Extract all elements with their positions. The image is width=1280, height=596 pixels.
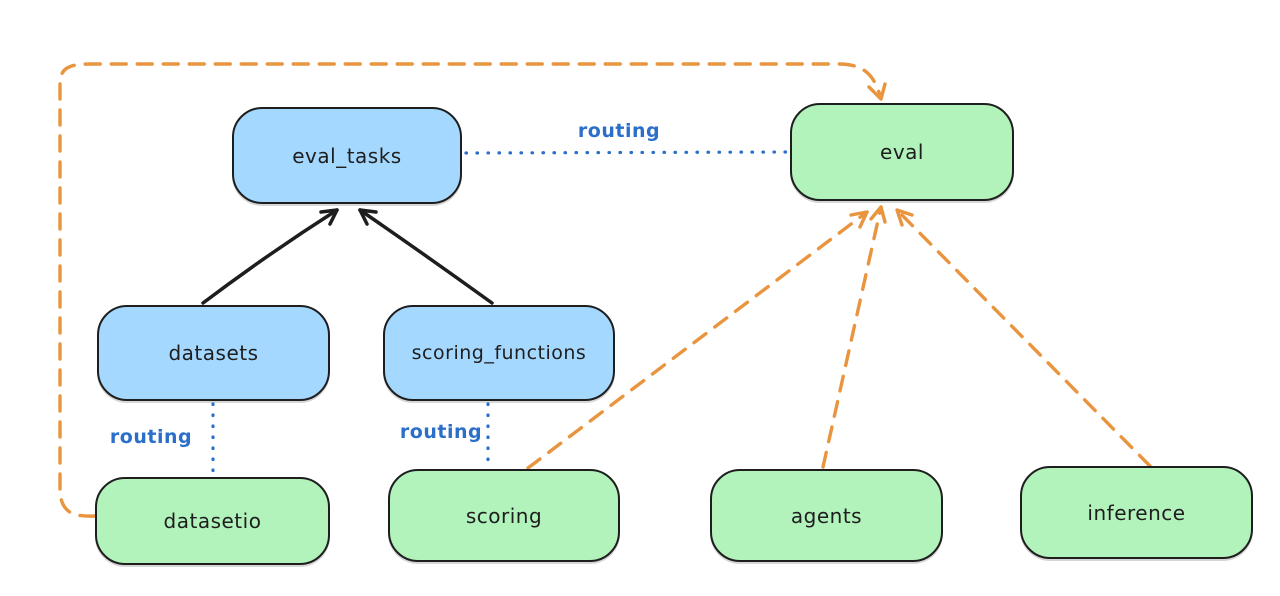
- edge-scoring-to-eval: [526, 210, 869, 470]
- node-datasets-label: datasets: [168, 341, 259, 365]
- node-agents: agents: [710, 469, 943, 562]
- node-inference-label: inference: [1087, 500, 1186, 525]
- node-eval-tasks-label: eval_tasks: [292, 143, 402, 168]
- node-eval-tasks: eval_tasks: [232, 107, 462, 204]
- edge-eval-tasks-to-eval-routing: [464, 150, 789, 155]
- node-scoring-label: scoring: [465, 503, 543, 528]
- edge-datasets-to-eval-tasks: [201, 208, 339, 305]
- edge-agents-to-eval: [821, 205, 887, 469]
- edge-scoring-functions-to-eval-tasks: [358, 208, 494, 305]
- node-datasetio-label: datasetio: [163, 509, 262, 533]
- routing-label-eval-tasks-eval: routing: [577, 120, 661, 142]
- node-scoring: scoring: [388, 469, 620, 562]
- routing-label-scoring-functions-scoring: routing: [399, 421, 483, 443]
- node-scoring-functions-label: scoring_functions: [411, 342, 587, 364]
- node-scoring-functions: scoring_functions: [383, 305, 615, 401]
- node-datasets: datasets: [97, 305, 330, 401]
- node-agents-label: agents: [790, 503, 863, 528]
- routing-label-datasets-datasetio: routing: [109, 426, 193, 448]
- edge-inference-to-eval: [895, 208, 1152, 468]
- edge-datasetio-to-eval: [58, 62, 887, 518]
- node-datasetio: datasetio: [95, 477, 330, 565]
- node-eval-label: eval: [880, 140, 924, 164]
- node-inference: inference: [1020, 466, 1253, 559]
- node-eval: eval: [790, 103, 1014, 201]
